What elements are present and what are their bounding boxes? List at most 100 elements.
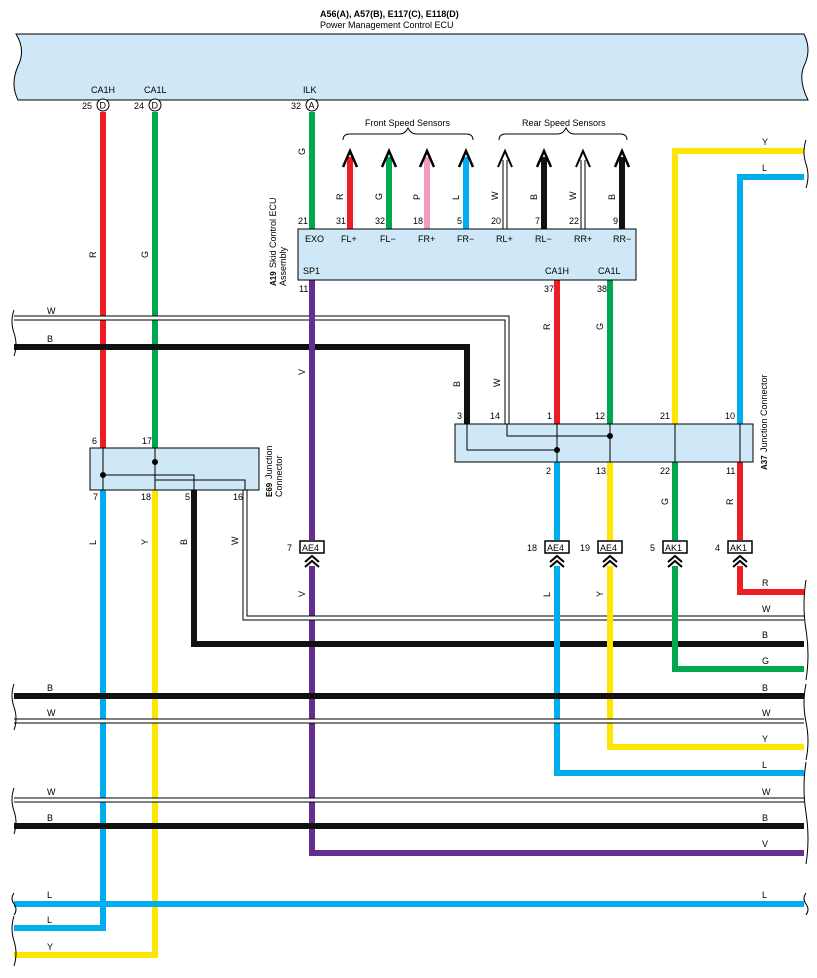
ecu-title: A56(A), A57(B), E117(C), E118(D): [320, 9, 459, 19]
wire-label-e69_7: L: [88, 540, 98, 545]
wire-a37-11-r: [737, 462, 804, 595]
wire-label-e69_16: W: [230, 536, 240, 545]
wire-e69-5-b: [191, 490, 804, 647]
ecu-pin-ilk-label: ILK: [303, 85, 317, 95]
wire-a37-22-g: [672, 462, 804, 672]
svg-text:A: A: [309, 101, 315, 111]
a37-pin-21: 21: [660, 411, 670, 421]
wire-label-bus_w2-11: W: [762, 708, 771, 718]
wire-v-out: [309, 566, 804, 856]
wire-label-e69_5: B: [179, 539, 189, 545]
skid-label-ca1h: CA1H: [545, 266, 569, 276]
skid-top-pin-7: 7: [535, 216, 540, 226]
a37-pin-11: 11: [726, 466, 735, 476]
sensor-arrow-RR−: B: [607, 147, 631, 229]
sensor-wire-color-1: R: [335, 193, 345, 200]
sensor-arrow-FR−: L: [451, 147, 475, 229]
skid-label-exo: EXO: [305, 234, 324, 244]
a37-pin-1: 1: [547, 411, 552, 421]
wire-label-e69_18: Y: [140, 539, 150, 545]
rear-sensors-label: Rear Speed Sensors: [522, 118, 606, 128]
wire-right-l-top: [737, 174, 804, 424]
skid-control-ecu-box: [297, 228, 637, 281]
e69-pin-17: 17: [142, 436, 152, 446]
e69-junction-connector-box: [89, 447, 260, 491]
svg-text:Skid Control ECU: Skid Control ECU: [268, 197, 278, 268]
wire-label-ilk: G: [297, 148, 307, 155]
e69-pin-18: 18: [141, 492, 151, 502]
a37-pin-13: 13: [596, 466, 606, 476]
sensor-wire-color-6: B: [529, 194, 539, 200]
e69-name: E69 Junction Connector: [264, 445, 284, 497]
wire-e69-7-l: [14, 490, 106, 931]
wire-e69-16-w: [242, 490, 804, 621]
ecu-pin-ca1h-label: CA1H: [91, 85, 115, 95]
sensor-wire-color-5: W: [490, 191, 500, 200]
wire-label-a37_14: W: [492, 378, 502, 387]
skid-pin-11: 11: [299, 284, 308, 294]
a37-pin-10: 10: [725, 411, 735, 421]
svg-text:18: 18: [527, 543, 537, 553]
skid-top-pin-5: 5: [457, 216, 462, 226]
a37-junction-connector-box: [454, 423, 754, 463]
skid-top-pin-31: 31: [336, 216, 346, 226]
wire-label-bus_b3-16: B: [47, 813, 53, 823]
ecu-pin-ca1l-label: CA1L: [144, 85, 167, 95]
wire-label-a37_13: Y: [595, 591, 605, 597]
wire-label-bus_l_bottom-19: L: [47, 890, 52, 900]
sensor-wire-color-8: B: [607, 194, 617, 200]
skid-ecu-name: A19 Skid Control ECU Assembly: [268, 197, 288, 286]
wire-a37-2-l: [554, 462, 804, 776]
a37-pin-2: 2: [546, 466, 551, 476]
a37-internal-links: [466, 424, 741, 462]
e69-pin-5: 5: [185, 492, 190, 502]
svg-text:32: 32: [291, 101, 301, 111]
svg-text:Assembly: Assembly: [278, 246, 288, 286]
wire-label-y_left-22: Y: [47, 942, 53, 952]
skid-top-pin-9: 9: [613, 216, 618, 226]
power-management-ecu-box: [13, 33, 809, 101]
wire-label-a37_22: G: [660, 498, 670, 505]
wire-label-a37_2: L: [542, 592, 552, 597]
skid-top-pin-32: 32: [375, 216, 385, 226]
ecu-pin-ca1l: 24 D: [134, 98, 162, 112]
a37-pin-12: 12: [595, 411, 605, 421]
front-sensors-brace: [342, 126, 474, 141]
svg-text:24: 24: [134, 101, 144, 111]
sensor-wire-color-4: L: [451, 195, 461, 200]
skid-top-label-8: RR−: [613, 234, 631, 244]
svg-text:A37: A37: [760, 455, 769, 470]
skid-top-label-2: FL−: [380, 234, 396, 244]
wire-label-ae4_19_out-12: Y: [762, 734, 768, 744]
svg-text:Junction: Junction: [264, 445, 274, 479]
wire-bus-w-top: [14, 315, 510, 424]
skid-top-label-3: FR+: [418, 234, 435, 244]
skid-top-label-4: FR−: [457, 234, 474, 244]
front-sensors-label: Front Speed Sensors: [365, 118, 451, 128]
wire-label-skid_ca1h: R: [542, 323, 552, 330]
a37-pin-3: 3: [457, 411, 462, 421]
wire-label-right_l_top-3: L: [762, 163, 767, 173]
skid-top-pin-20: 20: [491, 216, 501, 226]
skid-top-label-6: RL−: [535, 234, 552, 244]
ecu-subtitle: Power Management Control ECU: [320, 20, 454, 30]
wire-label-bus_w_top-0: W: [47, 306, 56, 316]
svg-text:19: 19: [580, 543, 590, 553]
sensor-arrow-RL−: B: [529, 147, 553, 229]
svg-text:25: 25: [82, 101, 92, 111]
wire-bus-b-top: [14, 344, 470, 424]
svg-text:AE4: AE4: [302, 543, 319, 553]
bus-break-marks: [11, 139, 809, 967]
skid-top-label-7: RR+: [574, 234, 592, 244]
sensor-arrow-FR+: P: [412, 147, 436, 229]
svg-text:Junction Connector: Junction Connector: [759, 374, 769, 452]
sensor-wire-color-2: G: [374, 193, 384, 200]
wire-label-a37_11: R: [725, 498, 735, 505]
